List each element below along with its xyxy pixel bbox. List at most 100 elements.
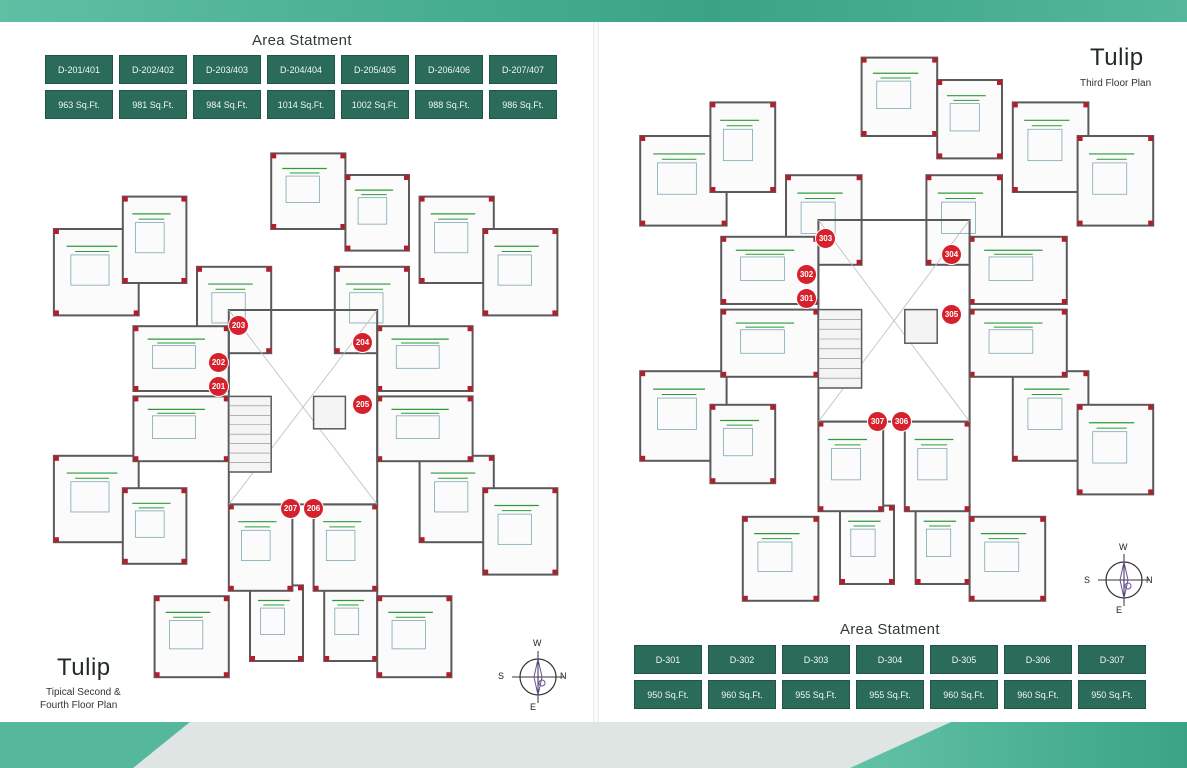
structural-column xyxy=(964,421,970,427)
structural-column xyxy=(861,57,867,63)
room-outline xyxy=(1011,101,1090,193)
unit-badge-303[interactable]: 303 xyxy=(816,229,835,248)
furniture-outline xyxy=(1027,397,1063,430)
right-area-cell: 950 Sq.Ft. xyxy=(634,680,702,709)
room-outline xyxy=(914,504,971,586)
structural-column xyxy=(228,585,234,591)
structural-column xyxy=(488,196,494,202)
furniture-outline xyxy=(657,397,697,430)
furniture-outline xyxy=(391,620,426,650)
room-outline xyxy=(249,584,304,662)
unit-badge-205[interactable]: 205 xyxy=(353,395,372,414)
furniture-outline xyxy=(135,222,165,254)
room-outline xyxy=(1076,135,1155,227)
structural-column xyxy=(266,266,272,272)
furniture-outline xyxy=(917,448,948,481)
room-outline xyxy=(839,504,895,586)
structural-column xyxy=(552,310,558,316)
structural-column xyxy=(932,131,938,136)
structural-column xyxy=(710,478,716,484)
structural-column xyxy=(721,371,727,377)
right-unit-cell: D-305 xyxy=(930,645,998,674)
room-outline xyxy=(720,308,820,378)
room-outline xyxy=(1011,370,1090,462)
structural-column xyxy=(640,455,646,461)
furniture-outline xyxy=(241,529,271,561)
unit-badge-306[interactable]: 306 xyxy=(892,412,911,431)
structural-column xyxy=(710,187,716,192)
left-compass-icon xyxy=(512,651,564,703)
room-outline xyxy=(132,395,230,463)
furniture-outline xyxy=(349,292,384,324)
furniture-outline xyxy=(988,329,1034,354)
left-brand-name: Tulip xyxy=(57,654,111,681)
structural-column xyxy=(640,371,646,377)
left-area-cell: 1002 Sq.Ft. xyxy=(341,90,409,119)
left-area-cell: 981 Sq.Ft. xyxy=(119,90,187,119)
structural-column xyxy=(181,278,187,283)
furniture-outline xyxy=(260,607,285,635)
structural-column xyxy=(640,220,646,226)
right-area-cell: 960 Sq.Ft. xyxy=(708,680,776,709)
structural-column xyxy=(488,455,494,461)
left-unit-cell: D-201/401 xyxy=(45,55,113,84)
left-plan-title-line2: Fourth Floor Plan xyxy=(40,700,118,711)
structural-column xyxy=(721,299,727,304)
left-area-cell: 986 Sq.Ft. xyxy=(489,90,557,119)
structural-column xyxy=(1061,236,1067,242)
structural-column xyxy=(298,656,303,661)
furniture-outline xyxy=(1092,162,1128,195)
unit-badge-305[interactable]: 305 xyxy=(942,305,961,324)
left-compass-e: E xyxy=(530,702,537,712)
structural-column xyxy=(861,131,867,136)
room-outline xyxy=(482,487,559,576)
furniture-outline xyxy=(984,541,1020,572)
structural-column xyxy=(181,196,187,202)
furniture-outline xyxy=(1027,128,1063,162)
left-unit-cell: D-207/407 xyxy=(489,55,557,84)
left-area-cell: 988 Sq.Ft. xyxy=(415,90,483,119)
unit-badge-304[interactable]: 304 xyxy=(942,245,961,264)
structural-column xyxy=(483,229,489,234)
structural-column xyxy=(813,516,819,522)
structural-column xyxy=(377,596,383,602)
structural-column xyxy=(813,371,819,377)
structural-column xyxy=(1083,371,1089,377)
structural-column xyxy=(1148,220,1154,226)
room-outline xyxy=(376,395,474,463)
structural-column xyxy=(742,516,748,522)
structural-column xyxy=(770,478,776,484)
structural-column xyxy=(840,579,845,584)
structural-column xyxy=(467,456,473,462)
structural-column xyxy=(446,672,452,678)
room-outline xyxy=(968,308,1068,378)
unit-badge-204[interactable]: 204 xyxy=(353,333,372,352)
unit-badge-201[interactable]: 201 xyxy=(209,377,228,396)
left-unit-cell: D-204/404 xyxy=(267,55,335,84)
structural-column xyxy=(197,266,202,272)
top-band xyxy=(0,0,1187,22)
structural-column xyxy=(997,175,1002,181)
structural-column xyxy=(467,396,473,402)
unit-badge-203[interactable]: 203 xyxy=(229,316,248,335)
structural-column xyxy=(271,224,277,229)
unit-badge-302[interactable]: 302 xyxy=(797,265,816,284)
structural-column xyxy=(721,236,727,242)
structural-column xyxy=(742,595,748,601)
unit-badge-202[interactable]: 202 xyxy=(209,353,228,372)
unit-badge-206[interactable]: 206 xyxy=(304,499,323,518)
furniture-outline xyxy=(740,256,785,281)
structural-column xyxy=(377,456,383,462)
structural-column xyxy=(345,175,351,180)
structural-column xyxy=(813,299,819,304)
structural-column xyxy=(313,585,319,591)
left-statement-title: Area Statment xyxy=(252,32,352,49)
furniture-outline xyxy=(169,620,204,650)
structural-column xyxy=(287,585,293,591)
structural-column xyxy=(404,245,409,251)
unit-badge-207[interactable]: 207 xyxy=(281,499,300,518)
structural-column xyxy=(1077,220,1083,226)
unit-badge-307[interactable]: 307 xyxy=(868,412,887,431)
unit-badge-301[interactable]: 301 xyxy=(797,289,816,308)
left-floor-plan xyxy=(52,152,559,679)
